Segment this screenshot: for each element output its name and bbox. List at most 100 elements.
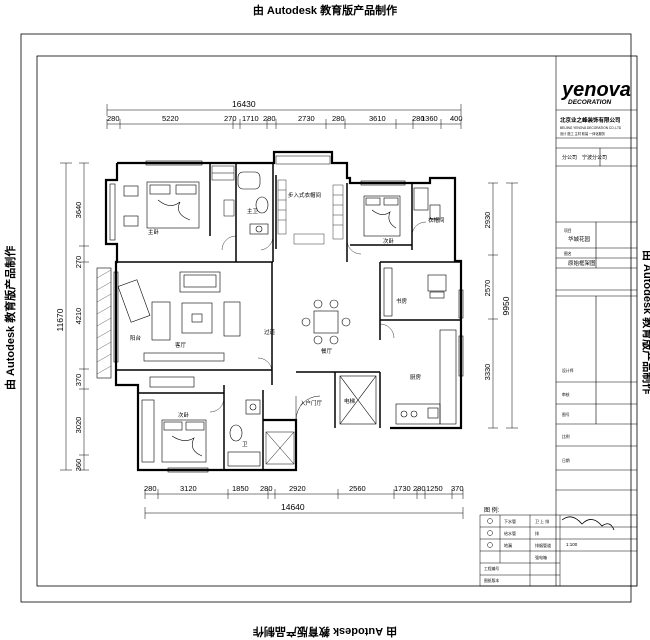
autodesk-watermark-top: 由 Autodesk 教育版产品制作 — [252, 5, 398, 17]
dim-left-4: 370 — [74, 374, 83, 387]
branch-label: 分公司 — [562, 154, 577, 161]
dim-left-3: 4210 — [74, 308, 83, 325]
room-label-cloakroom: 步入式衣帽间 — [288, 191, 321, 199]
dining-table — [301, 299, 351, 345]
dim-bottom-8: 280 — [413, 484, 426, 493]
company-name-en: BEIJING YENOVA DECORATION CO.,LTD — [560, 126, 622, 130]
dim-top-7: 280 — [332, 114, 345, 123]
footer-project-no: 工程编号 — [484, 566, 499, 571]
room-labels: 主卧 主卫 步入式衣帽间 次卧 衣帽间 客厅 阳台 餐厅 书房 厨房 次卧 卫 … — [130, 191, 445, 448]
row-label-scale: 比例 — [562, 434, 570, 439]
dimension-bottom-overall — [144, 507, 464, 519]
row-label-designer: 设计师 — [562, 368, 574, 373]
dim-bottom-6: 2560 — [349, 484, 366, 493]
dim-top-6: 2730 — [298, 114, 315, 123]
dim-top-9: 280 — [412, 114, 425, 123]
dimension-left-overall — [60, 162, 72, 471]
project-label: 项目 — [564, 228, 572, 233]
legend-items: 下水管 卫 上 排 给水管 排 排烟管道 地漏 强电箱 — [504, 518, 551, 560]
bedroom2-bed — [363, 187, 441, 237]
row-label-review: 审核 — [562, 392, 570, 397]
room-label-elevator: 电梯 — [344, 397, 356, 405]
row-label-date: 日期 — [562, 458, 570, 463]
room-label-corridor: 过道 — [264, 328, 276, 336]
dim-left-5: 3020 — [74, 417, 83, 434]
sheet-border-inner — [36, 55, 638, 587]
dim-top-3: 270 — [224, 114, 237, 123]
room-label-living-room: 客厅 — [175, 341, 187, 349]
dim-top-10: 1360 — [421, 114, 438, 123]
title-block-frame — [555, 56, 637, 586]
logo-wordmark: yenova — [561, 79, 631, 101]
walls — [104, 150, 463, 472]
dimension-bottom-overall-label: 14640 — [281, 502, 305, 512]
elevator-shaft — [339, 375, 377, 425]
room-label-entrance: 入户门厅 — [300, 399, 323, 407]
dim-bottom-1: 280 — [144, 484, 157, 493]
dimension-bottom-chain — [144, 489, 464, 499]
master-bath-fixtures — [237, 171, 269, 235]
master-bed — [123, 181, 200, 229]
dim-top-2: 5220 — [162, 114, 179, 123]
dimension-top-chain — [106, 119, 462, 129]
room-label-bedroom2: 次卧 — [383, 237, 395, 245]
room-label-study: 书房 — [396, 297, 408, 305]
legend-smoke-duct: 排烟管道 — [535, 542, 551, 548]
dim-top-5: 280 — [263, 114, 276, 123]
balcony-lounge — [117, 279, 151, 323]
drawing-label: 图名 — [564, 251, 572, 256]
row-label-drawing-no: 图号 — [562, 412, 570, 417]
room-label-bedroom3: 次卧 — [178, 411, 190, 419]
room-label-balcony: 阳台 — [130, 334, 142, 342]
sheet-border-outer — [20, 33, 632, 603]
dimension-bottom-labels: 280 3120 1850 280 2920 2560 1730 280 125… — [144, 484, 464, 493]
legend-upper-drain: 上 排 — [540, 518, 549, 524]
drawing-value: 原始框架图 — [568, 259, 596, 267]
room-label-master-bedroom: 主卧 — [148, 228, 160, 236]
scale-value: 1:100 — [566, 542, 578, 547]
dim-top-11: 400 — [450, 114, 463, 123]
dim-right-1: 2930 — [483, 212, 492, 229]
dimension-right-labels: 2930 2570 3330 — [483, 212, 492, 381]
dimension-top-labels: 280 5220 270 1710 280 2730 280 3610 280 … — [107, 114, 463, 123]
door-swings — [209, 221, 427, 413]
project-value: 华城花园 — [568, 235, 591, 243]
room-label-master-bath: 主卫 — [247, 207, 259, 215]
dim-top-1: 280 — [107, 114, 120, 123]
logo-subtitle: DECORATION — [568, 99, 612, 106]
dimension-left-labels: 3640 270 4210 370 3020 360 — [74, 202, 83, 472]
dim-bottom-3: 1850 — [232, 484, 249, 493]
dimension-left-overall-label: 11670 — [55, 308, 65, 331]
legend-supply-pipe: 给水管 — [504, 530, 516, 536]
windows — [109, 160, 464, 473]
company-note: 设计 施工 主材 软装 一体化服务 — [560, 131, 606, 136]
bedroom3-bed — [141, 376, 207, 463]
kitchen-counter — [395, 329, 457, 425]
cloakroom-shelves — [277, 179, 344, 245]
dim-top-4: 1710 — [242, 114, 259, 123]
balcony-hatch — [96, 267, 112, 379]
dim-left-2: 270 — [74, 256, 83, 269]
dim-bottom-2: 3120 — [180, 484, 197, 493]
study-desk — [383, 267, 447, 317]
dimension-right-overall — [506, 182, 518, 429]
dim-bottom-5: 2920 — [289, 484, 306, 493]
dimension-top-overall — [106, 104, 462, 116]
dim-right-3: 3330 — [483, 364, 492, 381]
legend-title: 图 例: — [484, 506, 500, 514]
company-name: 北京业之峰装饰有限公司 — [560, 116, 621, 124]
legend-floor-drain: 地漏 — [504, 542, 512, 548]
branch-value: 宁波分公司 — [582, 154, 607, 161]
footer-version: 图纸版本 — [484, 578, 499, 583]
dim-bottom-7: 1730 — [394, 484, 411, 493]
legend-drain: 排 — [535, 530, 539, 536]
legend-power-box: 强电箱 — [535, 554, 547, 560]
legend-box — [479, 514, 638, 587]
dim-left-1: 3640 — [74, 202, 83, 219]
dim-bottom-4: 280 — [260, 484, 273, 493]
dimension-right-chain — [488, 182, 498, 429]
dim-top-8: 3610 — [369, 114, 386, 123]
dimension-top-overall-label: 16430 — [232, 99, 256, 109]
living-sofa-set — [143, 271, 241, 362]
